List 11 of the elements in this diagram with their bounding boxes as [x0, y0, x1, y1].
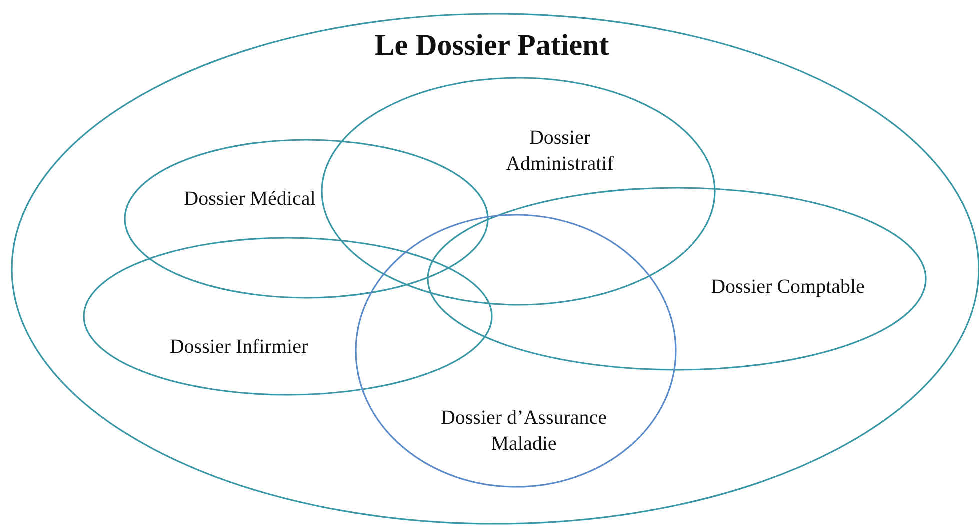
ellipse-label: Dossier Médical	[183, 187, 317, 212]
venn-ellipse	[84, 238, 492, 395]
ellipse-label: Dossier Comptable	[710, 275, 866, 300]
ellipse-label: Dossier Infirmier	[168, 335, 310, 360]
venn-ellipse	[428, 188, 926, 370]
venn-ellipse	[356, 215, 676, 487]
ellipse-label: Dossier d’Assurance Maladie	[440, 406, 608, 457]
ellipse-label: Dossier Administratif	[505, 126, 615, 177]
venn-ellipse	[125, 140, 488, 298]
venn-ellipse	[12, 14, 979, 524]
set-heading: Le Dossier Patient	[374, 28, 610, 64]
